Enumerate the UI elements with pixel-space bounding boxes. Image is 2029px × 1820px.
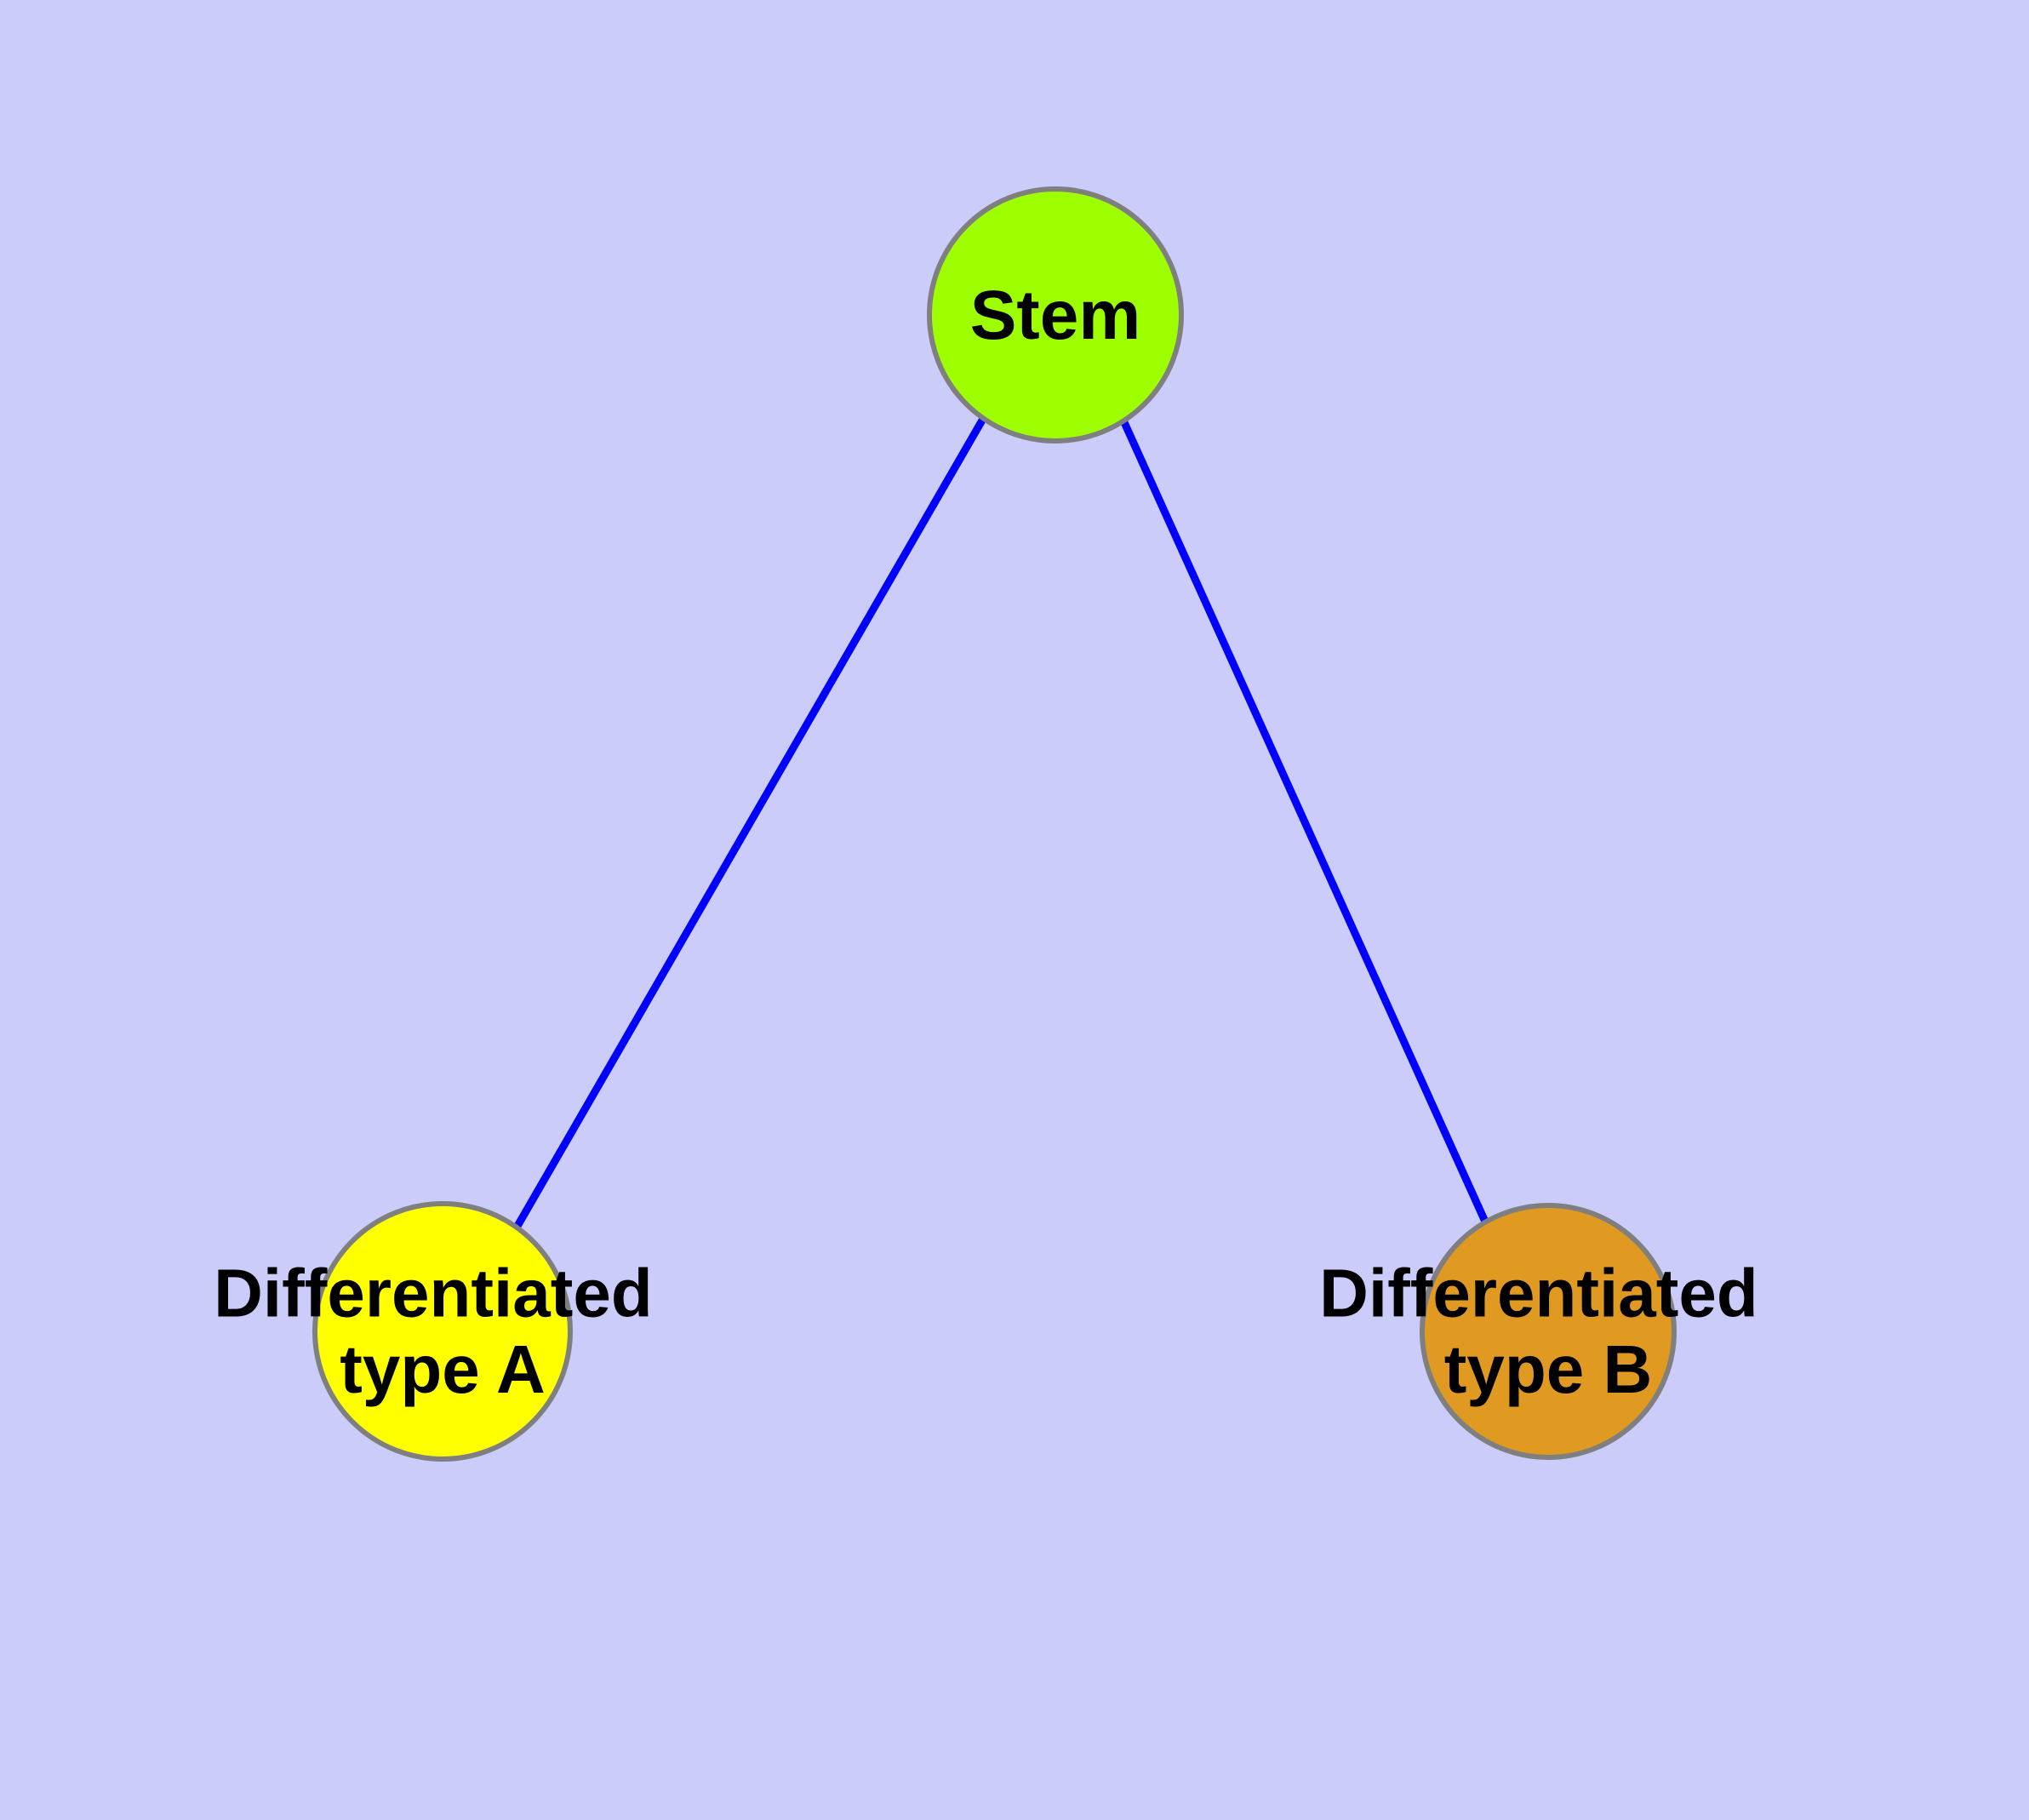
node-differentiated-type-b-label-line-2: type B xyxy=(1444,1331,1653,1407)
edge-stem-to-differentiated-type-a[interactable] xyxy=(513,416,986,1230)
edge-stem-to-differentiated-type-b[interactable] xyxy=(1119,419,1489,1223)
node-stem[interactable]: Stem xyxy=(927,186,1184,444)
node-differentiated-type-b[interactable]: Differentiated type B xyxy=(1319,1203,1777,1460)
node-differentiated-type-a-label-line-2: type A xyxy=(340,1331,546,1407)
node-differentiated-type-a-label: Differentiated type A xyxy=(214,1250,672,1407)
node-differentiated-type-b-circle[interactable] xyxy=(1420,1203,1677,1460)
node-differentiated-type-b-label-line-1: Differentiated xyxy=(1319,1256,1758,1331)
node-stem-label: Stem xyxy=(970,277,1141,354)
node-stem-label-line-1: Stem xyxy=(970,277,1141,354)
nodes-group: Stem Differentiated type A Differentiate… xyxy=(214,186,1777,1462)
node-differentiated-type-a-circle[interactable] xyxy=(312,1201,573,1462)
node-stem-circle[interactable] xyxy=(927,186,1184,444)
node-differentiated-type-a[interactable]: Differentiated type A xyxy=(214,1201,672,1462)
node-differentiated-type-b-label: Differentiated type B xyxy=(1319,1250,1777,1407)
node-differentiated-type-a-label-line-1: Differentiated xyxy=(214,1256,653,1331)
edges-group xyxy=(513,416,1489,1230)
